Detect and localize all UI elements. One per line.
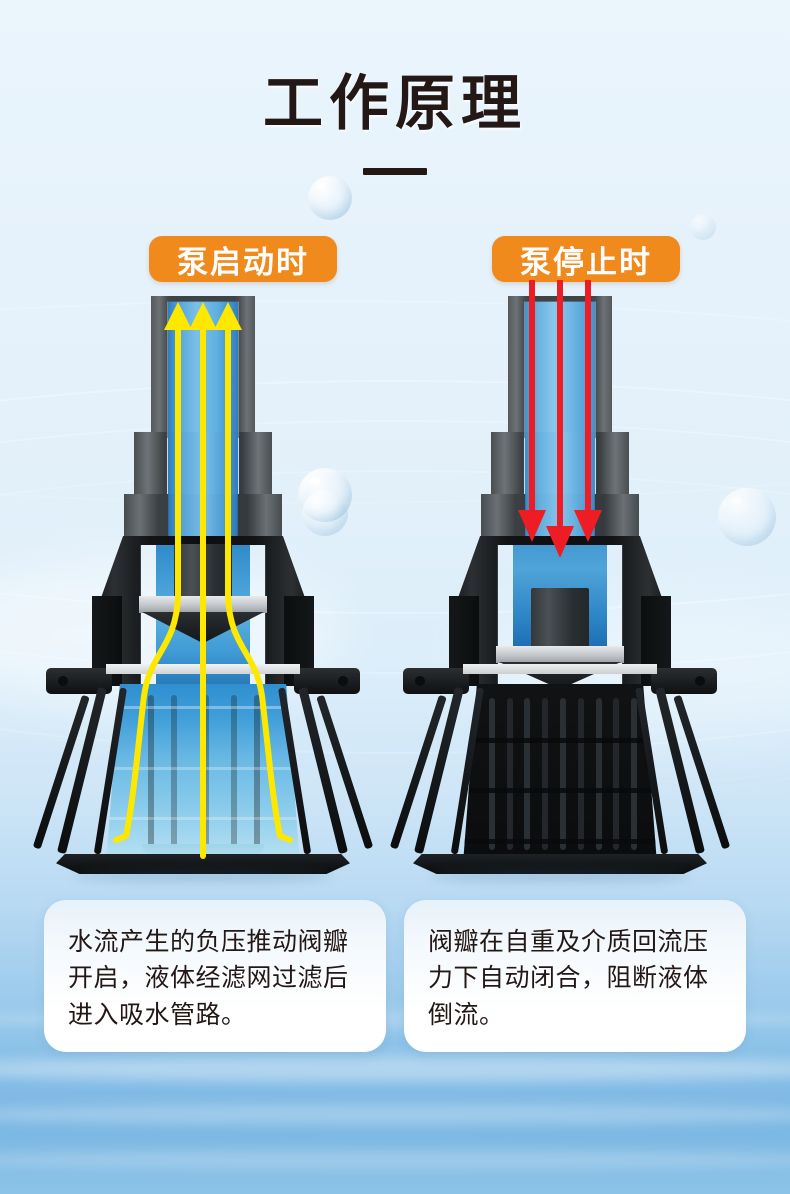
bubble-icon [308,176,352,220]
bubble-icon [718,488,776,546]
valve-diagram-closed [389,280,731,882]
badge-pump-stop: 泵停止时 [492,236,680,282]
bubble-icon [690,214,716,240]
caption-text: 水流产生的负压推动阀瓣开启，液体经滤网过滤后进入吸水管路。 [68,928,349,1029]
water-ripple [0,470,790,754]
valve-seal-ring [496,646,624,663]
base-foot [56,854,350,874]
flow-arrow-down [518,280,602,558]
water-wave [0,1104,790,1126]
base-shadow [74,870,332,882]
caption-card-open: 水流产生的负压推动阀瓣开启，液体经滤网过滤后进入吸水管路。 [44,900,386,1052]
flow-arrow-up [113,302,293,859]
caption-text: 阀瓣在自重及介质回流压力下自动闭合，阻断液体倒流。 [428,928,709,1029]
caption-card-closed: 阀瓣在自重及介质回流压力下自动闭合，阻断液体倒流。 [404,900,746,1052]
water-wave [0,1056,790,1082]
page-title: 工作原理 [263,70,527,137]
water-wave [0,1150,790,1170]
strainer-bars [463,684,657,864]
base-shadow [431,870,689,882]
flange-ring [463,664,657,674]
title-divider [363,168,427,175]
base-foot [413,854,707,874]
badge-pump-start: 泵启动时 [149,236,337,282]
valve-diagram-open [32,296,374,882]
strainer-basket-empty [462,684,658,864]
bubble-icon [302,490,348,536]
valve-disc-stem [531,588,589,650]
